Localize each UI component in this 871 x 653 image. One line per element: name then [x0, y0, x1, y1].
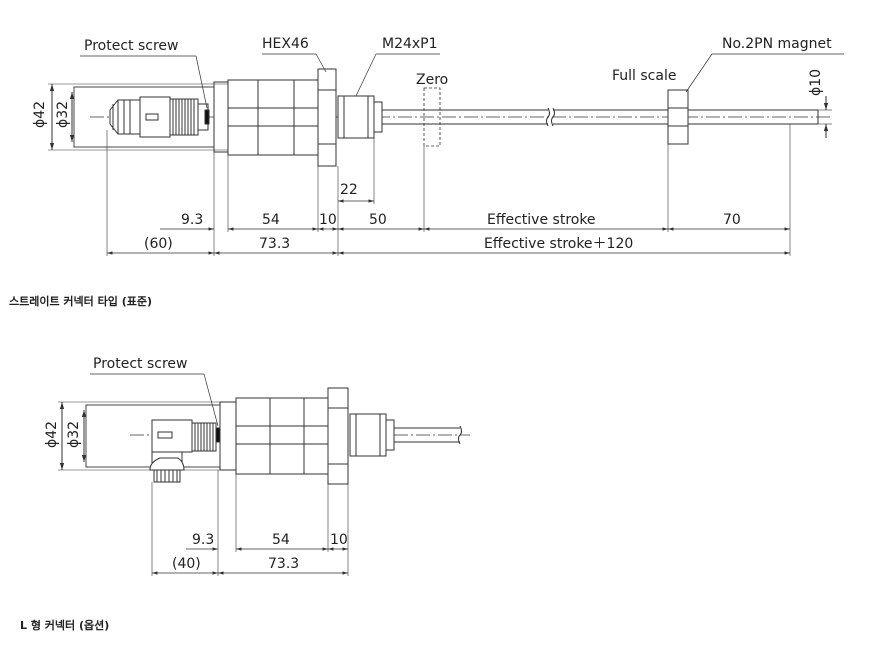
label-phi42-2: ϕ42 — [44, 421, 60, 448]
thread-section-2 — [349, 413, 387, 457]
label-phi32: ϕ32 — [55, 101, 71, 128]
housing-body — [213, 79, 319, 156]
label-phi42: ϕ42 — [32, 101, 48, 128]
dim-70: 70 — [723, 212, 741, 228]
protect-screw — [204, 109, 210, 125]
dim-22: 22 — [340, 182, 358, 198]
l-connector-body — [149, 419, 221, 483]
label-phi10: ϕ10 — [808, 69, 824, 96]
hex-flange-2 — [327, 387, 349, 485]
dim-10: 10 — [319, 212, 337, 228]
figure-l-connector — [58, 373, 470, 576]
label-phi32-2: ϕ32 — [66, 421, 82, 448]
dim-effective-stroke: Effective stroke — [487, 212, 596, 228]
full-scale-magnet — [667, 89, 689, 145]
thread-section — [337, 95, 375, 139]
dim-73-3-2: 73.3 — [268, 556, 299, 572]
dim-54-2: 54 — [272, 532, 290, 548]
protect-screw-2 — [215, 427, 221, 443]
zero-position-magnet — [423, 87, 441, 147]
label-magnet: No.2PN magnet — [722, 36, 832, 52]
label-protect-screw: Protect screw — [84, 38, 178, 54]
label-hex: HEX46 — [262, 36, 309, 52]
dim-60: (60) — [144, 236, 173, 252]
caption-l-connector: L 형 커넥터 (옵션) — [20, 619, 110, 632]
dim-40: (40) — [172, 556, 201, 572]
dim-effective-stroke-120: Effective stroke＋120 — [484, 236, 633, 252]
hex-flange — [317, 68, 337, 167]
dim-73-3: 73.3 — [259, 236, 290, 252]
label-zero: Zero — [416, 72, 448, 88]
label-full-scale: Full scale — [612, 68, 676, 84]
dim-10-2: 10 — [330, 532, 348, 548]
dim-54: 54 — [262, 212, 280, 228]
dim-9-3-2: 9.3 — [192, 532, 214, 548]
dim-9-3: 9.3 — [181, 212, 203, 228]
dim-50: 50 — [369, 212, 387, 228]
figure2-labels: Protect screw ϕ42 ϕ32 9.3 54 10 (40) 73.… — [44, 356, 348, 572]
figure-straight-connector — [48, 53, 844, 256]
connector-body — [109, 96, 210, 138]
label-protect-screw-2: Protect screw — [93, 356, 187, 372]
caption-straight-connector: 스트레이트 커넥터 타입 (표준) — [9, 295, 152, 308]
label-thread: M24xP1 — [382, 36, 438, 52]
figure1-labels: Protect screw HEX46 M24xP1 Zero Full sca… — [32, 36, 832, 252]
